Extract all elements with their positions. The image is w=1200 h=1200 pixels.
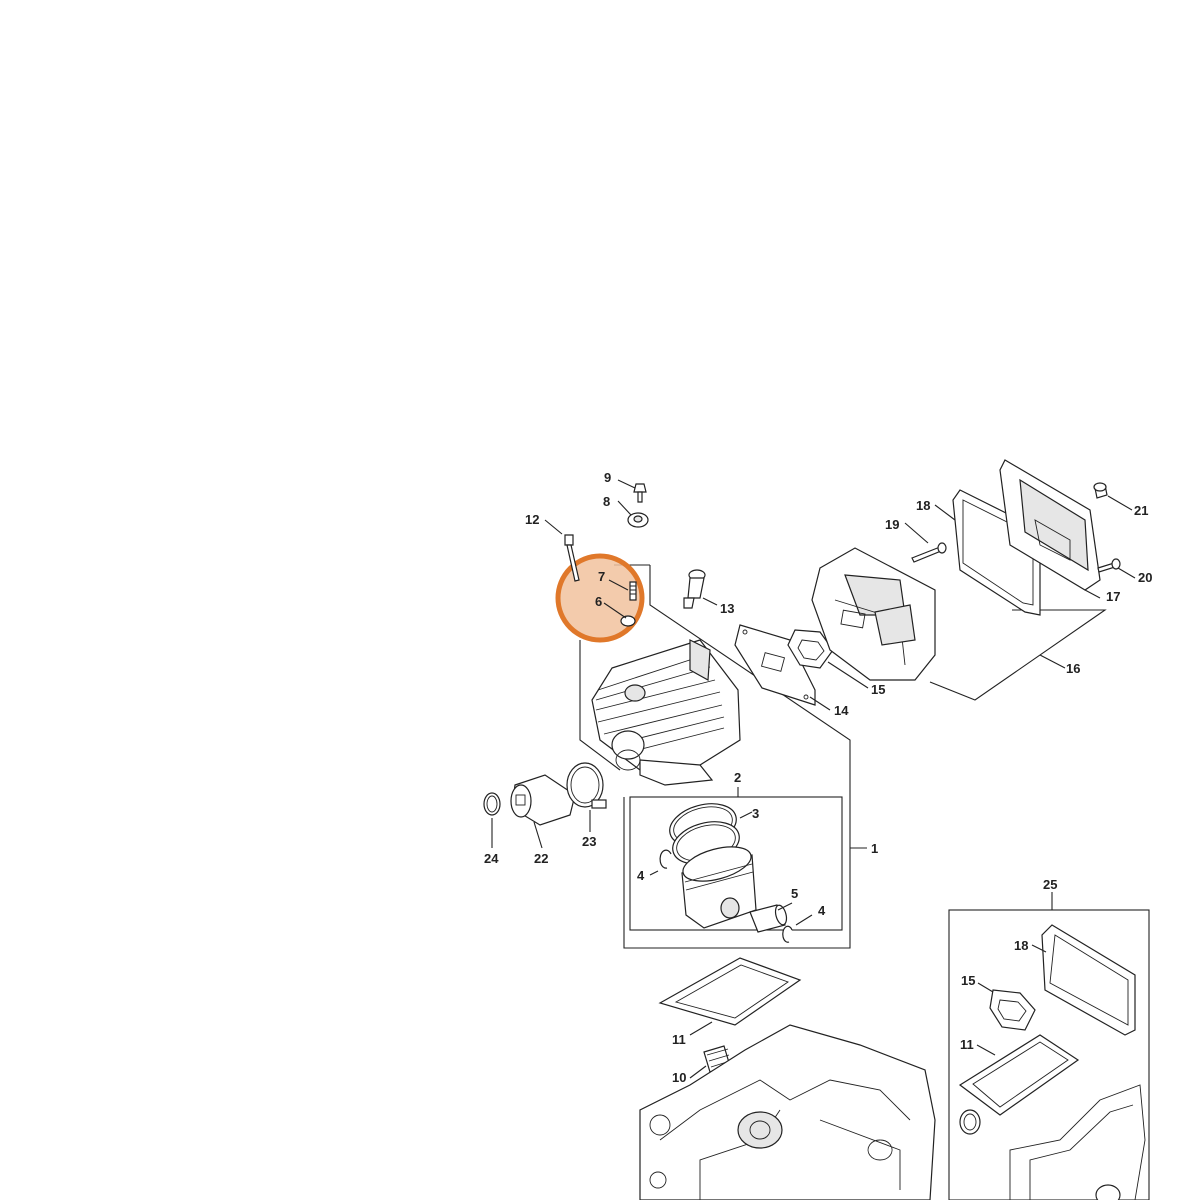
callout-18[interactable]: 18	[916, 498, 930, 513]
part-20-screw[interactable]	[1097, 558, 1121, 573]
callout-15-set[interactable]: 15	[961, 973, 975, 988]
part-19-screw[interactable]	[911, 542, 947, 563]
part-8-grommet[interactable]	[627, 512, 649, 528]
cylinder-part[interactable]	[591, 639, 741, 786]
callout-23[interactable]: 23	[582, 834, 596, 849]
part-23-clamp[interactable]	[566, 762, 607, 809]
callout-22[interactable]: 22	[534, 851, 548, 866]
part-18-gasket-set[interactable]	[1041, 924, 1136, 1036]
callout-11[interactable]: 11	[672, 1032, 686, 1047]
part-4-circlip-left[interactable]	[659, 849, 672, 869]
callout-8[interactable]: 8	[603, 494, 610, 509]
part-13-valve[interactable]	[683, 569, 706, 609]
part-22-intake-flange[interactable]	[510, 774, 576, 826]
group-box-25	[948, 909, 1150, 1200]
callout-21[interactable]: 21	[1134, 503, 1148, 518]
leader-lines	[491, 479, 1136, 1079]
part-15-gasket-set[interactable]	[989, 989, 1036, 1031]
callout-19[interactable]: 19	[885, 517, 899, 532]
callout-18-set[interactable]: 18	[1014, 938, 1028, 953]
callout-2[interactable]: 2	[734, 770, 741, 785]
callout-labels: 1 2 3 4 4 5 6 7 8 9 10 11 11 12 13 14 15…	[484, 470, 1152, 1085]
part-16-muffler[interactable]	[811, 547, 936, 681]
group-box-1	[579, 565, 851, 949]
callout-14[interactable]: 14	[834, 703, 849, 718]
callout-3[interactable]: 3	[752, 806, 759, 821]
callout-25[interactable]: 25	[1043, 877, 1057, 892]
crankcase-part[interactable]	[639, 1024, 936, 1200]
callout-20[interactable]: 20	[1138, 570, 1152, 585]
part-15-gasket[interactable]	[787, 629, 834, 669]
part-4-circlip-right[interactable]	[782, 925, 793, 943]
callout-24[interactable]: 24	[484, 851, 499, 866]
callout-17[interactable]: 17	[1106, 589, 1120, 604]
part-6-washer[interactable]	[620, 615, 636, 627]
part-24-ring[interactable]	[483, 792, 501, 816]
callout-11-set[interactable]: 11	[960, 1037, 974, 1052]
part-11-base-gasket[interactable]	[658, 957, 802, 1026]
callout-5[interactable]: 5	[791, 886, 798, 901]
part-12-bolt[interactable]	[564, 534, 580, 582]
callout-6[interactable]: 6	[595, 594, 602, 609]
callout-12[interactable]: 12	[525, 512, 539, 527]
part-11-base-gasket-set[interactable]	[958, 1034, 1080, 1116]
callout-16[interactable]: 16	[1066, 661, 1080, 676]
crankcase-gasket-set[interactable]	[959, 1084, 1146, 1200]
callout-13[interactable]: 13	[720, 601, 734, 616]
callout-9[interactable]: 9	[604, 470, 611, 485]
callout-10[interactable]: 10	[672, 1070, 686, 1085]
part-9-screw[interactable]	[633, 483, 647, 503]
callout-7[interactable]: 7	[598, 569, 605, 584]
part-2-piston[interactable]	[679, 840, 757, 929]
group-box-2	[629, 796, 843, 931]
part-21-screw[interactable]	[1093, 482, 1108, 499]
callout-4-right[interactable]: 4	[818, 903, 826, 918]
group-box-16	[929, 609, 1107, 701]
callout-15[interactable]: 15	[871, 682, 885, 697]
part-17-cover[interactable]	[999, 459, 1101, 591]
callout-1[interactable]: 1	[871, 841, 878, 856]
part-7-valve[interactable]	[629, 581, 637, 601]
callout-4-left[interactable]: 4	[637, 868, 645, 883]
